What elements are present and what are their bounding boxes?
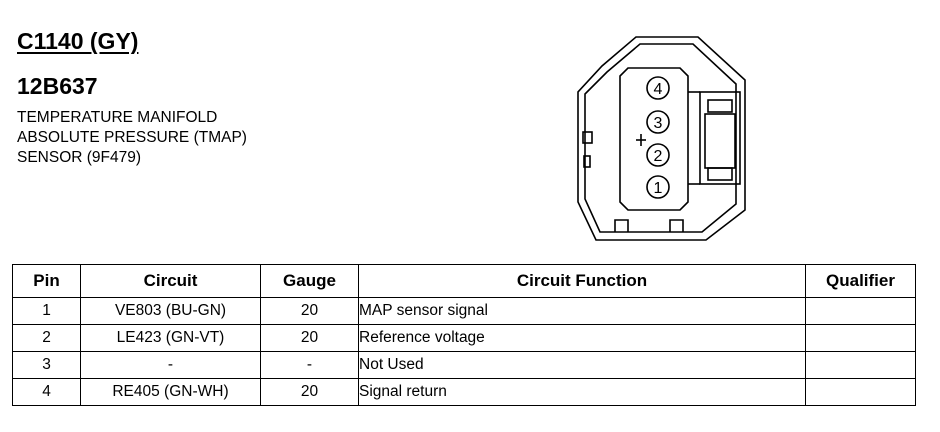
pin-1-cavity xyxy=(646,175,670,199)
function-cell: MAP sensor signal xyxy=(358,297,806,325)
connector-face-diagram: 4 3 2 1 xyxy=(577,36,746,241)
description-line-3: SENSOR (9F479) xyxy=(17,149,142,166)
locking-latch-slot xyxy=(704,113,736,169)
locking-latch-inner xyxy=(707,99,733,113)
header-pin: Pin xyxy=(12,264,81,298)
header-circuit-function: Circuit Function xyxy=(358,264,806,298)
table-row: 4 RE405 (GN-WH) 20 Signal return xyxy=(12,378,916,406)
connector-id: C1140 (GY) xyxy=(17,28,139,54)
circuit-cell: RE405 (GN-WH) xyxy=(80,378,261,406)
table-row: 1 VE803 (BU-GN) 20 MAP sensor signal xyxy=(12,297,916,325)
table-row: 3 - - Not Used xyxy=(12,351,916,379)
gauge-cell: 20 xyxy=(260,324,359,352)
pin-4-cavity xyxy=(646,76,670,100)
pinout-table: Pin Circuit Gauge Circuit Function Quali… xyxy=(12,264,916,406)
function-cell: Not Used xyxy=(358,351,806,379)
circuit-cell: VE803 (BU-GN) xyxy=(80,297,261,325)
pin-cell: 3 xyxy=(12,351,81,379)
pin-label-2: 2 xyxy=(654,148,663,165)
circuit-cell: LE423 (GN-VT) xyxy=(80,324,261,352)
locking-latch-tab xyxy=(707,167,733,181)
description-line-1: TEMPERATURE MANIFOLD xyxy=(17,109,218,126)
qualifier-cell xyxy=(805,297,916,325)
gauge-cell: 20 xyxy=(260,378,359,406)
bottom-key-left xyxy=(614,219,629,232)
connector-inner-outline xyxy=(584,43,737,233)
function-cell: Signal return xyxy=(358,378,806,406)
pin-label-3: 3 xyxy=(654,115,663,132)
connector-housing-outline xyxy=(577,36,746,241)
bottom-key-right xyxy=(669,219,684,232)
table-row: 2 LE423 (GN-VT) 20 Reference voltage xyxy=(12,324,916,352)
pin-cell: 1 xyxy=(12,297,81,325)
description-line-2: ABSOLUTE PRESSURE (TMAP) xyxy=(17,129,247,146)
circuit-cell: - xyxy=(80,351,261,379)
qualifier-cell xyxy=(805,324,916,352)
function-cell: Reference voltage xyxy=(358,324,806,352)
table-header-row: Pin Circuit Gauge Circuit Function Quali… xyxy=(12,264,916,298)
locking-latch-outer xyxy=(699,91,741,185)
pin-3-cavity xyxy=(646,110,670,134)
pin-label-4: 4 xyxy=(654,81,663,98)
qualifier-cell xyxy=(805,351,916,379)
pin-2-cavity xyxy=(646,143,670,167)
header-circuit: Circuit xyxy=(80,264,261,298)
gauge-cell: - xyxy=(260,351,359,379)
part-number: 12B637 xyxy=(17,73,98,99)
terminal-cavity xyxy=(619,67,689,211)
qualifier-cell xyxy=(805,378,916,406)
component-description: TEMPERATURE MANIFOLD ABSOLUTE PRESSURE (… xyxy=(17,108,247,168)
pin-cell: 2 xyxy=(12,324,81,352)
side-mark-lower xyxy=(583,155,591,168)
pin-label-1: 1 xyxy=(654,180,663,197)
gauge-cell: 20 xyxy=(260,297,359,325)
pin-cell: 4 xyxy=(12,378,81,406)
side-mark-upper xyxy=(582,131,593,144)
header-gauge: Gauge xyxy=(260,264,359,298)
header-qualifier: Qualifier xyxy=(805,264,916,298)
